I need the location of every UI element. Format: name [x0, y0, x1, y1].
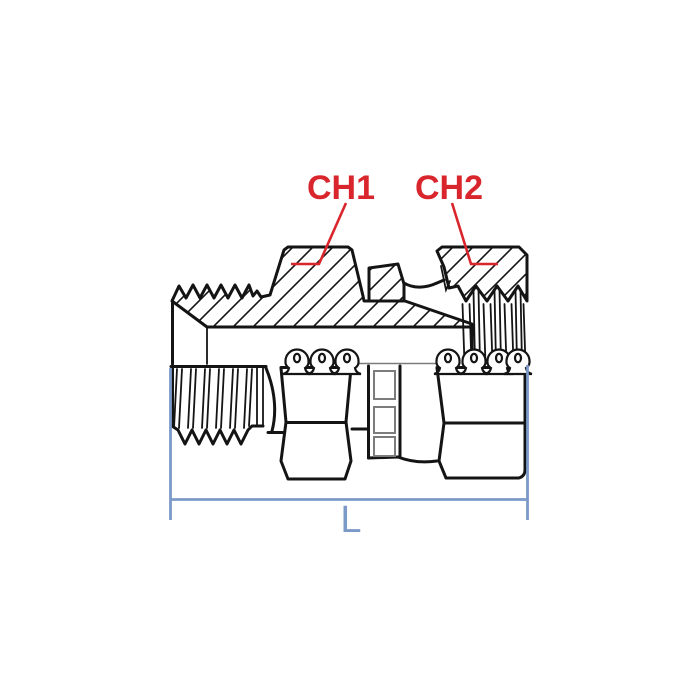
callouts: CH1 CH2 [291, 169, 498, 266]
sleeve-groove-2 [373, 406, 396, 434]
sleeve-groove-1 [373, 370, 396, 400]
sleeve-groove-3 [373, 436, 396, 457]
crown-nut-1 [432, 348, 464, 376]
length-label: L [340, 499, 361, 541]
swivel-sleeve [367, 364, 439, 464]
hex-crowns [281, 348, 534, 376]
male-thread-exterior [169, 365, 285, 446]
crown-hex-3 [331, 348, 363, 376]
ch2-leader-line [450, 202, 498, 266]
hex-exterior [279, 366, 370, 481]
ch2-label: CH2 [415, 169, 483, 207]
crown-hex-1 [281, 348, 313, 376]
ch1-leader-line [291, 202, 348, 266]
nut-ch2-block [435, 245, 529, 303]
crown-hex-2 [306, 348, 338, 376]
dimension-group: L [169, 365, 529, 541]
ch1-label: CH1 [307, 169, 375, 207]
crown-nut-2 [458, 348, 490, 376]
nut-exterior [435, 366, 527, 480]
thread-helix-lines [173, 368, 253, 429]
male-thread-section [170, 245, 474, 366]
